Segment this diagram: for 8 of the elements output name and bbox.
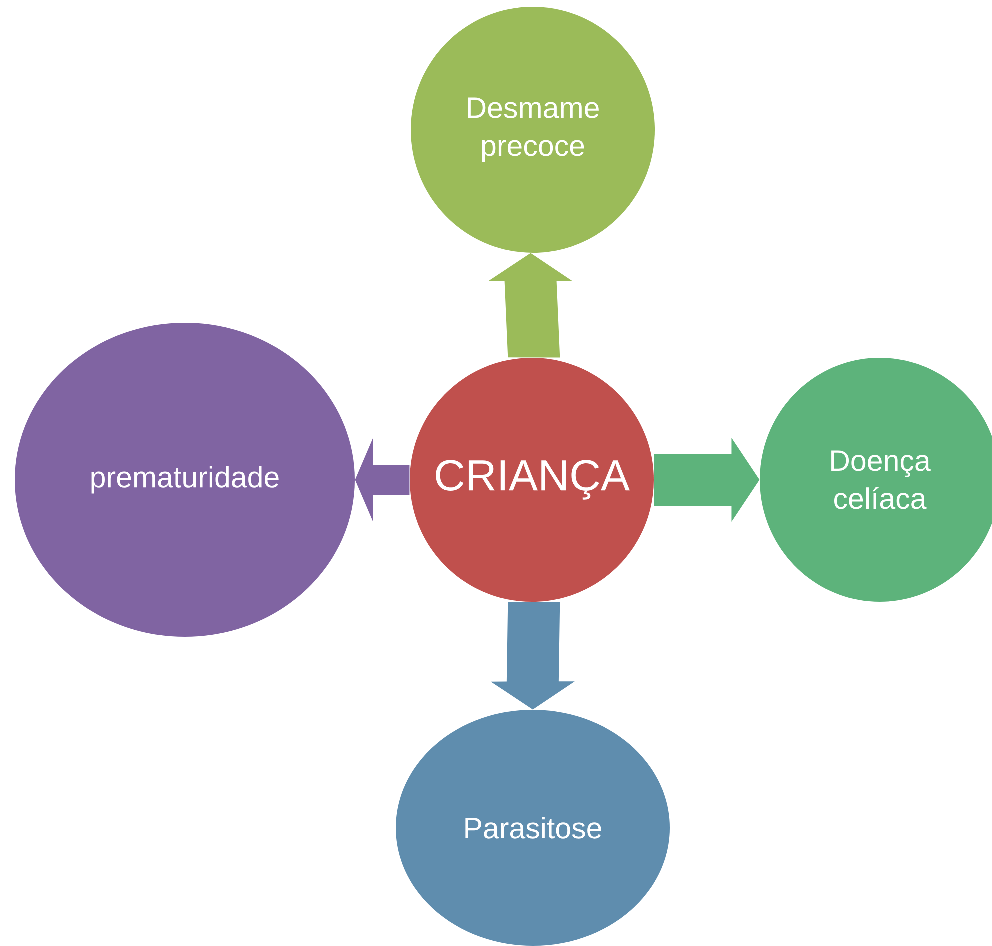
circle-node: Parasitose [396, 710, 670, 946]
circle-node: CRIANÇA [410, 358, 654, 602]
block-arrow [654, 438, 760, 522]
block-arrow [488, 253, 573, 358]
block-arrow [355, 438, 410, 522]
circle-node: Desmame precoce [411, 7, 655, 253]
block-arrow [490, 602, 575, 710]
circle-node: prematuridade [15, 323, 355, 637]
